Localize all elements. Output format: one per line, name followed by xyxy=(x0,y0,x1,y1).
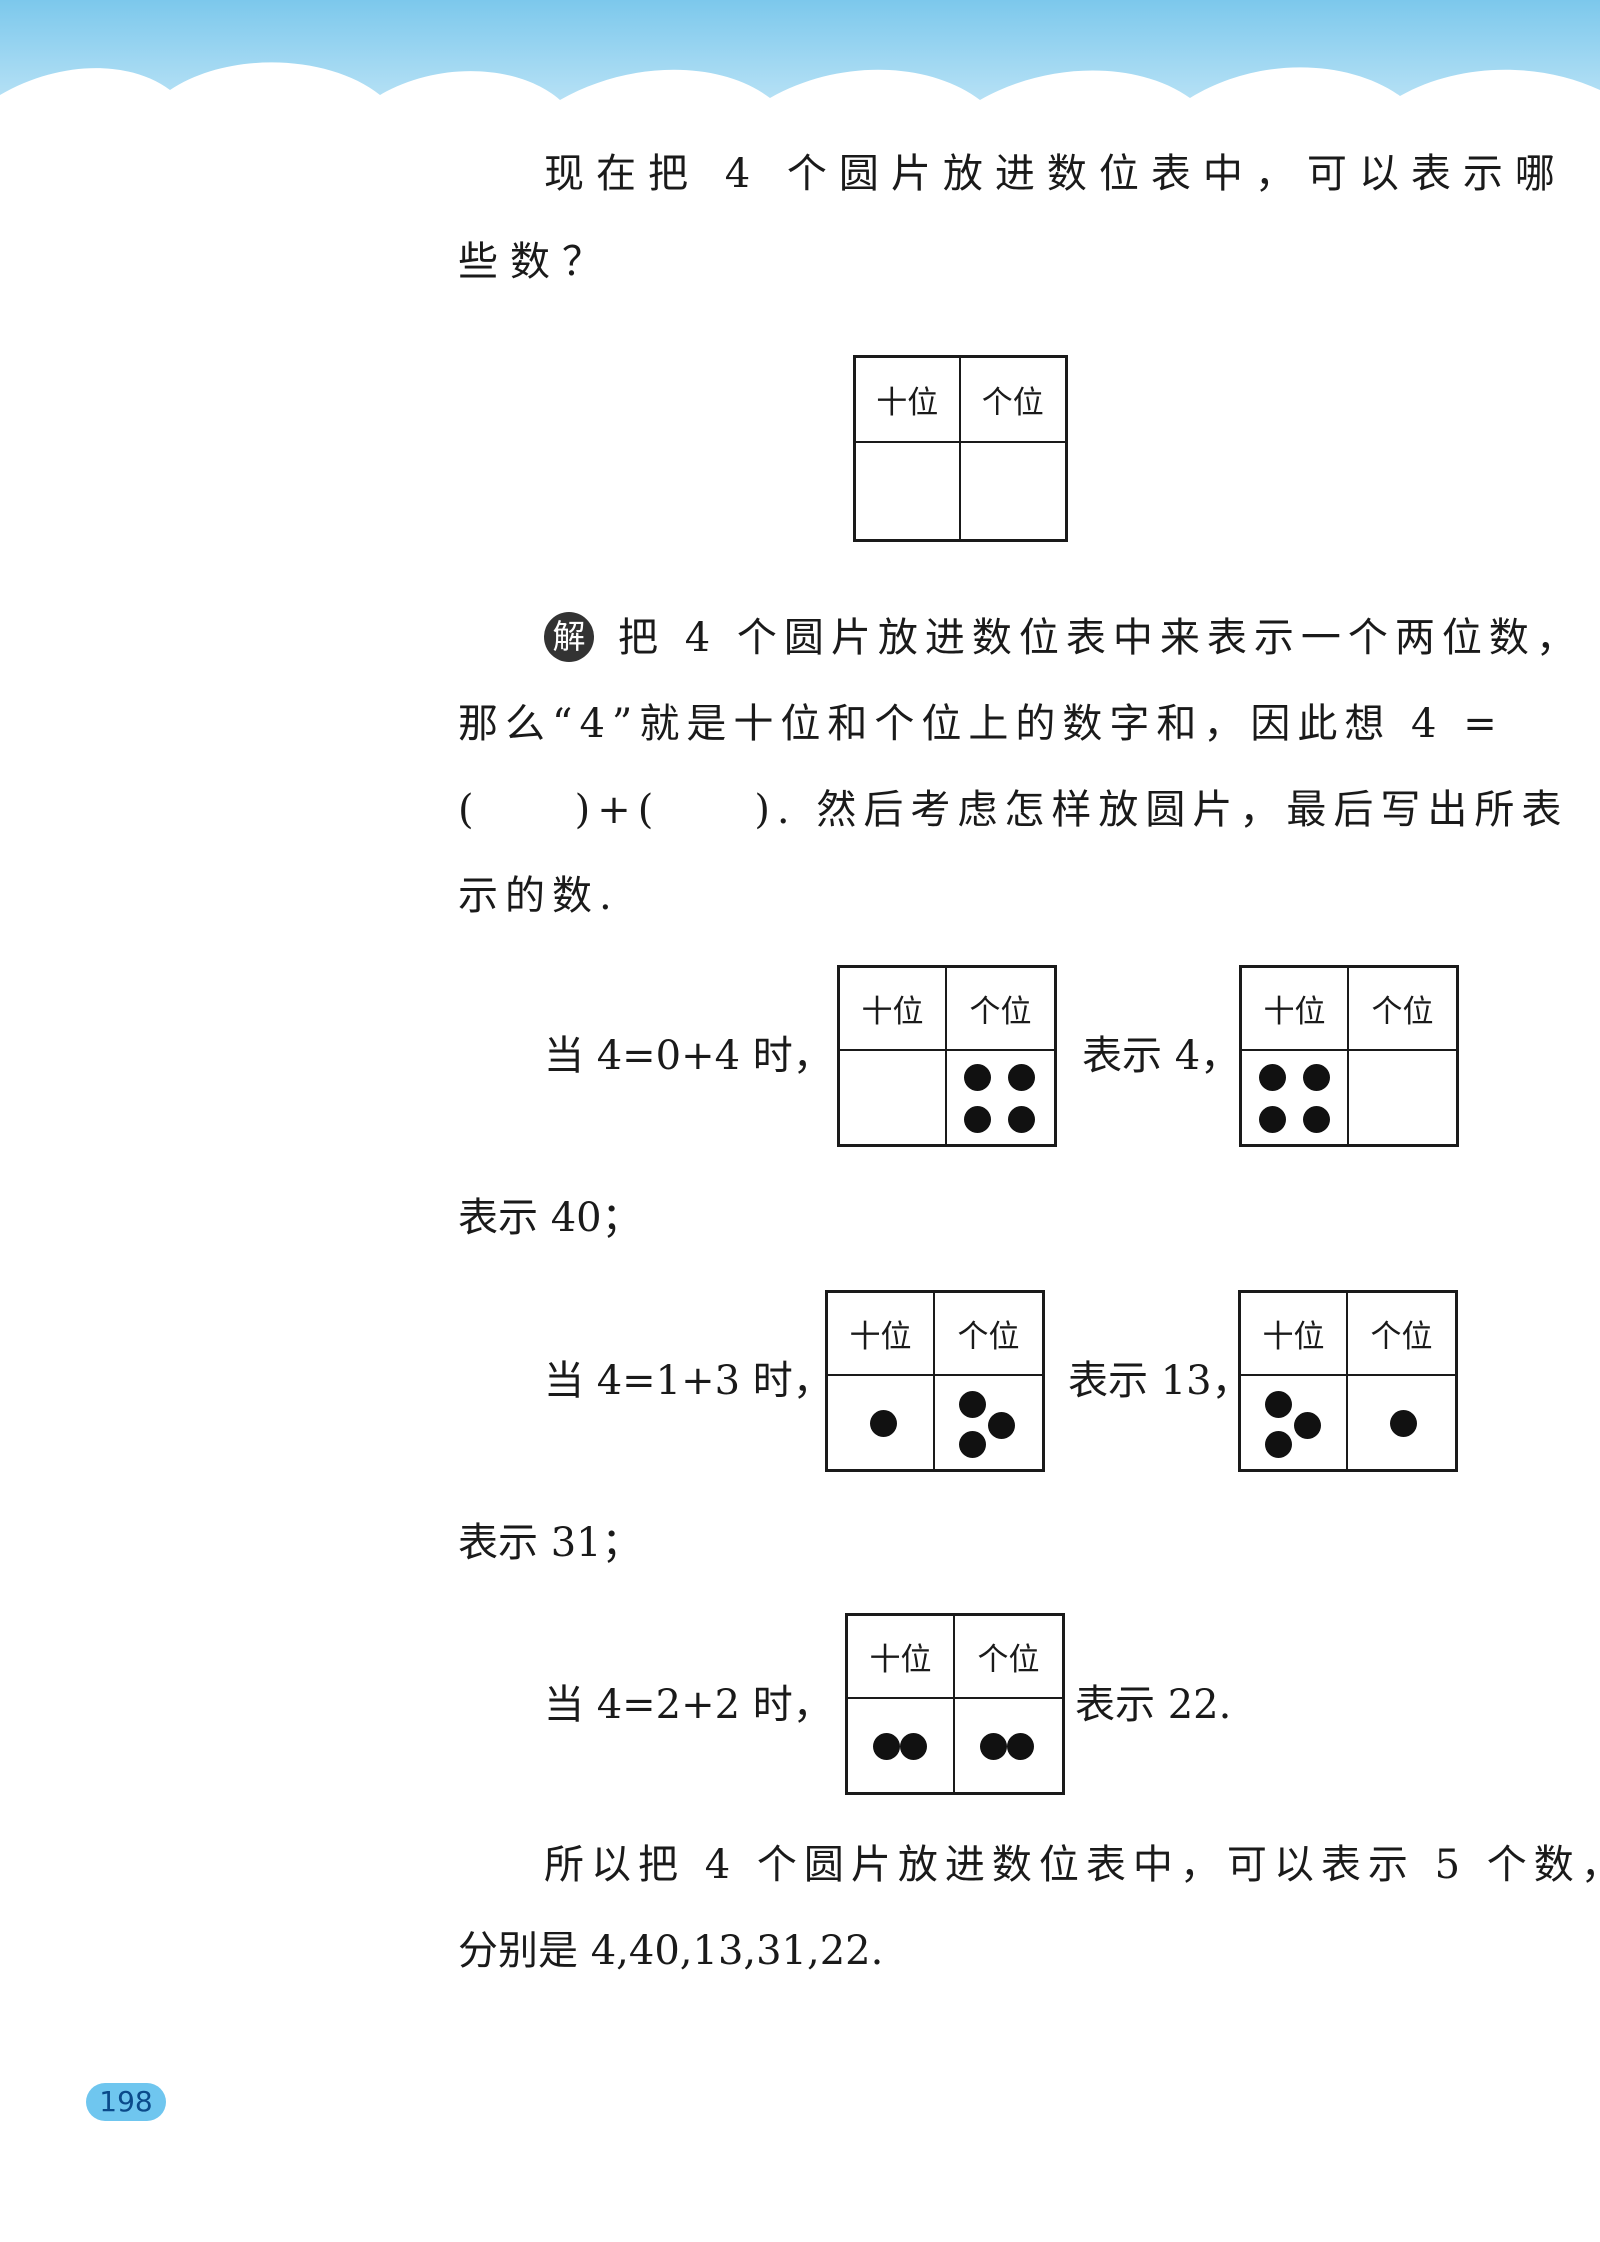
counter-dot xyxy=(873,1732,900,1760)
case-1-first-result: 表示 4， xyxy=(1082,1033,1241,1079)
counter-dot xyxy=(988,1411,1015,1439)
place-value-table-22: 十位 个位 xyxy=(845,1613,1065,1795)
place-value-table-4: 十位 个位 xyxy=(837,965,1057,1147)
conclusion-line-1: 所以把 4 个圆片放进数位表中，可以表示 5 个数， xyxy=(544,1842,1600,1888)
tens-header: 十位 xyxy=(840,968,947,1051)
tens-header: 十位 xyxy=(856,358,961,444)
ones-header: 个位 xyxy=(955,1616,1062,1699)
place-value-table-empty: 十位 个位 xyxy=(853,355,1068,542)
tens-cell xyxy=(840,1050,947,1144)
ones-cell xyxy=(961,443,1066,539)
ones-header: 个位 xyxy=(947,968,1054,1051)
tens-header: 十位 xyxy=(1241,1293,1348,1376)
counter-dot xyxy=(959,1430,986,1458)
solution-line-2: 那么“4”就是十位和个位上的数字和，因此想 4 = xyxy=(458,701,1504,747)
ones-cell xyxy=(947,1051,1054,1144)
solution-line-4: 示的数. xyxy=(458,873,619,919)
counter-dot xyxy=(1303,1063,1330,1091)
ones-cell xyxy=(955,1699,1062,1792)
tens-header: 十位 xyxy=(848,1616,955,1699)
ones-cell xyxy=(935,1376,1042,1469)
ones-header: 个位 xyxy=(1349,968,1456,1051)
place-value-table-31: 十位 个位 xyxy=(1238,1290,1458,1472)
page-number: 198 xyxy=(86,2083,166,2121)
counter-dot xyxy=(1294,1411,1321,1439)
tens-cell xyxy=(856,443,961,539)
tens-cell xyxy=(848,1698,955,1792)
case-2-first-result: 表示 13， xyxy=(1068,1358,1252,1404)
counter-dot xyxy=(1008,1063,1035,1091)
place-value-table-13: 十位 个位 xyxy=(825,1290,1045,1472)
case-3-prefix: 当 4=2+2 时， xyxy=(544,1682,833,1728)
counter-dot xyxy=(870,1409,897,1437)
conclusion-line-2: 分别是 4,40,13,31,22. xyxy=(458,1928,884,1974)
ones-header: 个位 xyxy=(1348,1293,1455,1376)
ones-header: 个位 xyxy=(960,358,1065,444)
case-2-prefix: 当 4=1+3 时， xyxy=(544,1358,833,1404)
cloud-header-decoration xyxy=(0,0,1600,160)
solution-badge: 解 xyxy=(544,612,594,662)
counter-dot xyxy=(964,1063,991,1091)
tens-header: 十位 xyxy=(1242,968,1349,1051)
ones-header: 个位 xyxy=(935,1293,1042,1376)
counter-dot xyxy=(900,1732,927,1760)
ones-cell xyxy=(1348,1376,1455,1469)
tens-cell xyxy=(1241,1375,1348,1469)
solution-line-1: 把 4 个圆片放进数位表中来表示一个两位数， xyxy=(618,615,1583,661)
counter-dot xyxy=(1265,1390,1292,1418)
counter-dot xyxy=(1259,1105,1286,1133)
tens-header: 十位 xyxy=(828,1293,935,1376)
place-value-table-40: 十位 个位 xyxy=(1239,965,1459,1147)
counter-dot xyxy=(1007,1732,1034,1760)
counter-dot xyxy=(1303,1105,1330,1133)
tens-cell xyxy=(1242,1050,1349,1144)
counter-dot xyxy=(1259,1063,1286,1091)
case-2-second-result: 表示 31； xyxy=(458,1520,642,1566)
question-line-1: 现在把 4 个圆片放进数位表中，可以表示哪 xyxy=(544,151,1567,197)
solution-line-3: ( )+( ). 然后考虑怎样放圆片，最后写出所表 xyxy=(458,787,1569,833)
counter-dot xyxy=(1390,1409,1417,1437)
counter-dot xyxy=(1008,1105,1035,1133)
case-1-prefix: 当 4=0+4 时， xyxy=(544,1033,833,1079)
counter-dot xyxy=(964,1105,991,1133)
case-3-result: 表示 22. xyxy=(1075,1682,1232,1728)
counter-dot xyxy=(980,1732,1007,1760)
case-1-second-result: 表示 40； xyxy=(458,1195,642,1241)
counter-dot xyxy=(1265,1430,1292,1458)
ones-cell xyxy=(1349,1051,1456,1144)
tens-cell xyxy=(828,1375,935,1469)
counter-dot xyxy=(959,1390,986,1418)
question-line-2: 些数？ xyxy=(458,239,614,285)
